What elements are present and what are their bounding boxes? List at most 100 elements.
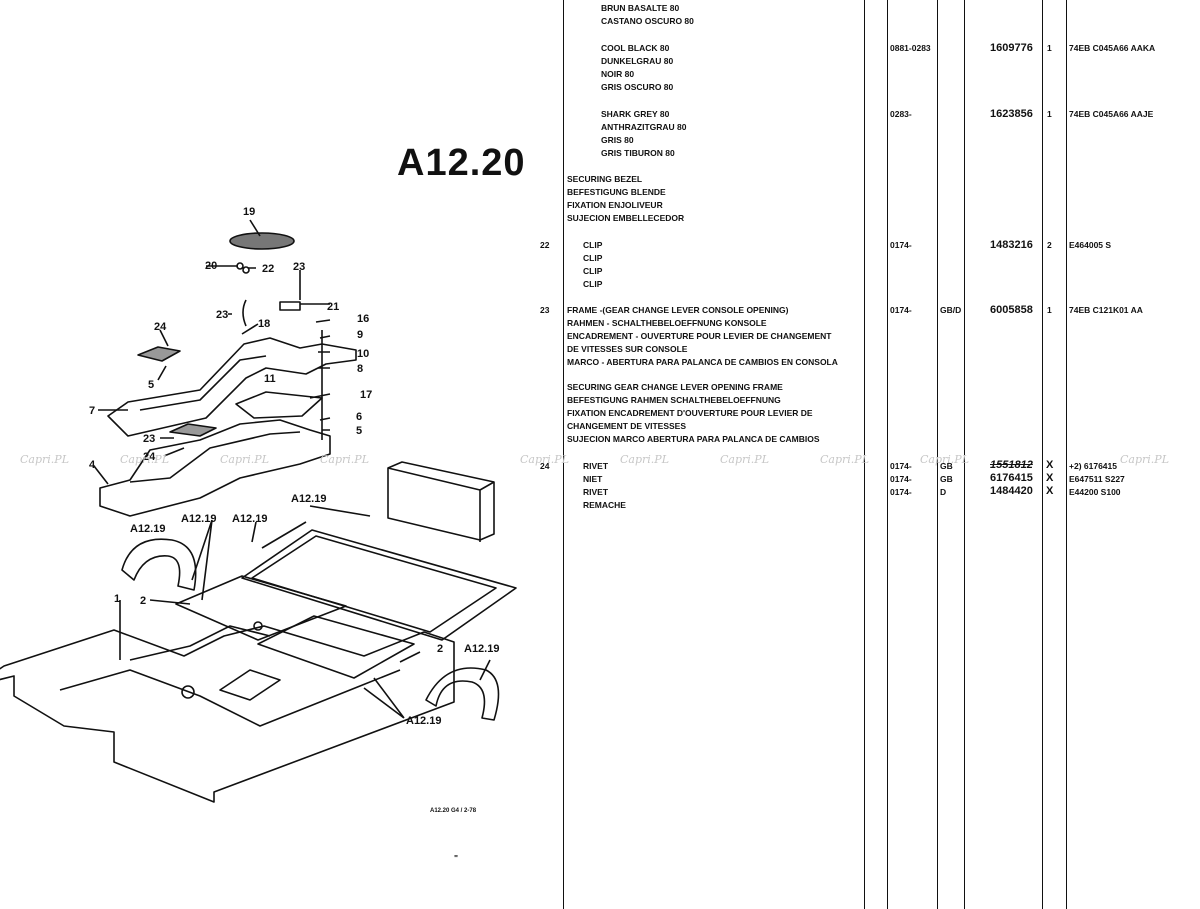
date-range: 0283- <box>890 109 912 119</box>
market-code: GB <box>940 461 953 471</box>
ref-a12-19-right: A12.19 <box>464 643 499 655</box>
colour-name: BRUN BASALTE 80 <box>601 3 680 13</box>
watermark: Capri.PL <box>920 453 969 466</box>
column-rule <box>937 0 938 909</box>
plate-23 <box>169 423 217 437</box>
group-heading: SECURING BEZEL <box>567 174 643 184</box>
market-code: D <box>940 487 947 497</box>
colour-name: CASTANO OSCURO 80 <box>601 16 694 26</box>
callout-22: 5 <box>148 379 154 391</box>
colour-name: NOIR 80 <box>601 69 635 79</box>
date-range: 0881-0283 <box>890 43 931 53</box>
market-code: GB/D <box>940 305 962 315</box>
callout-4: 4 <box>89 459 96 471</box>
callout-16: 20 <box>205 260 217 272</box>
item-number: 23 <box>540 305 550 315</box>
drawing-reference: A12.20 G4 / 2-78 <box>430 808 477 814</box>
callout-1: 1 <box>114 593 120 605</box>
engineering-ref: 74EB C045A66 AAJE <box>1069 109 1154 119</box>
date-range: 0174- <box>890 461 912 471</box>
callout-19: 23 <box>293 261 305 273</box>
part-name: RAHMEN - SCHALTHEBELOEFFNUNG KONSOLE <box>567 318 767 328</box>
part-number: 1484420 <box>990 485 1033 497</box>
engineering-ref: +2) 6176415 <box>1069 461 1117 471</box>
callout-20: 23 <box>216 309 228 321</box>
colour-name: GRIS OSCURO 80 <box>601 82 674 92</box>
callout-18: 22 <box>262 263 274 275</box>
console-lower <box>99 419 331 517</box>
flag-mark: X <box>1046 485 1054 497</box>
engineering-ref: 74EB C045A66 AAKA <box>1069 43 1156 53</box>
column-rule <box>887 0 888 909</box>
flag-mark: X <box>1046 459 1054 471</box>
lever-part <box>242 299 247 327</box>
colour-name: GRIS TIBURON 80 <box>601 148 675 158</box>
mid-panel <box>175 575 347 641</box>
plate-21 <box>137 346 181 362</box>
engineering-ref: E44200 S100 <box>1069 487 1121 497</box>
callout-5: 5 <box>356 425 362 437</box>
callout-8: 8 <box>357 363 363 375</box>
callout-10: 10 <box>357 348 369 360</box>
watermark: Capri.PL <box>520 453 569 466</box>
colour-name: SHARK GREY 80 <box>601 109 670 119</box>
colour-name: DUNKELGRAU 80 <box>601 56 674 66</box>
part-name: CLIP <box>583 266 603 276</box>
part-number: 6005858 <box>990 304 1033 316</box>
group-heading: CHANGEMENT DE VITESSES <box>567 421 687 431</box>
insulation-box <box>387 461 495 541</box>
part-number: 1609776 <box>990 42 1033 54</box>
drawing-mark: " <box>454 853 459 863</box>
ref-a12-19-b: A12.19 <box>232 513 267 525</box>
quantity: 1 <box>1047 305 1052 315</box>
part-name: CLIP <box>583 240 603 250</box>
callout-15: 19 <box>243 206 255 218</box>
part-name: FRAME -(GEAR CHANGE LEVER CONSOLE OPENIN… <box>567 305 789 315</box>
plate-13 <box>235 391 323 419</box>
flag-mark: X <box>1046 472 1054 484</box>
callout-17: 21 <box>327 301 339 313</box>
item-number: 24 <box>540 461 550 471</box>
column-rule <box>1042 0 1043 909</box>
watermark: Capri.PL <box>220 453 269 466</box>
group-heading: SECURING GEAR CHANGE LEVER OPENING FRAME <box>567 382 783 392</box>
part-number: 1483216 <box>990 239 1033 251</box>
watermark: Capri.PL <box>620 453 669 466</box>
callout-24: 24 <box>143 451 156 463</box>
group-heading: BEFESTIGUNG RAHMEN SCHALTHEBELOEFFNUNG <box>567 395 781 405</box>
group-heading: FIXATION ENCADREMENT D'OUVERTURE POUR LE… <box>567 408 813 418</box>
watermark: Capri.PL <box>20 453 69 466</box>
part-number-superseded: 1551812 <box>990 459 1033 471</box>
part-number: 1623856 <box>990 108 1033 120</box>
callout-7: 7 <box>89 405 95 417</box>
callout-11: 11 <box>264 373 276 385</box>
watermark: Capri.PL <box>120 453 169 466</box>
column-rule <box>864 0 865 909</box>
part-name: REMACHE <box>583 500 626 510</box>
colour-name: COOL BLACK 80 <box>601 43 670 53</box>
date-range: 0174- <box>890 240 912 250</box>
part-name: RIVET <box>583 461 609 471</box>
column-rule <box>563 0 564 909</box>
callout-14: 18 <box>258 318 270 330</box>
part-name: NIET <box>583 474 603 484</box>
group-heading: FIXATION ENJOLIVEUR <box>567 200 663 210</box>
callout-2a: 2 <box>140 595 146 607</box>
callout-21: 24 <box>154 321 167 333</box>
ref-a12-19-arch: A12.19 <box>130 523 165 535</box>
bezel-part <box>229 232 295 250</box>
colour-name: GRIS 80 <box>601 135 634 145</box>
colour-name: ANTHRAZITGRAU 80 <box>601 122 687 132</box>
part-name: MARCO - ABERTURA PARA PALANCA DE CAMBIOS… <box>567 357 838 367</box>
engineering-ref: 74EB C121K01 AA <box>1069 305 1143 315</box>
part-name: CLIP <box>583 253 603 263</box>
wheel-arch-left <box>121 538 197 591</box>
engineering-ref: E464005 S <box>1069 240 1112 250</box>
part-number: 6176415 <box>990 472 1033 484</box>
date-range: 0174- <box>890 305 912 315</box>
group-heading: BEFESTIGUNG BLENDE <box>567 187 666 197</box>
ref-a12-19-a: A12.19 <box>181 513 216 525</box>
ref-a12-19-box: A12.19 <box>291 493 326 505</box>
date-range: 0174- <box>890 474 912 484</box>
callout-13: 17 <box>360 389 372 401</box>
